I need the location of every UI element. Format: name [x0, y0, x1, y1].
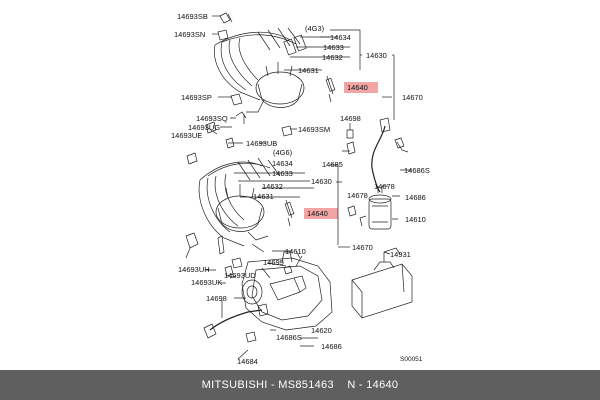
label-14632-upper: 14632: [322, 53, 343, 62]
label-14630-lower: 14630: [311, 177, 332, 186]
upper-clips: [186, 12, 293, 165]
label-14698-lower: 14698: [206, 294, 227, 303]
coil-bracket: [351, 247, 413, 319]
label-14693ug: 14693UG: [188, 123, 220, 132]
label-14693sm: 14693SM: [298, 125, 330, 134]
label-14686s-lower: 14686S: [276, 333, 302, 342]
coil-lead: [371, 117, 391, 193]
label-14631-lower: 14631: [253, 192, 274, 201]
footer-separator: -: [267, 379, 279, 391]
label-14686s-upper: 14686S: [404, 166, 430, 175]
label-14632-lower: 14632: [262, 182, 283, 191]
footer-brand: MITSUBISHI: [201, 379, 268, 391]
label-4g3: (4G3): [305, 24, 325, 33]
upper-spark-plug: [325, 75, 336, 103]
label-14686-upper: 14686: [405, 193, 426, 202]
label-14610-coil: 14610: [405, 215, 426, 224]
label-14693sb: 14693SB: [177, 12, 208, 21]
part-labels: 14693SB 14693SN (4G3) 14634 14633 14632 …: [171, 12, 430, 365]
label-14698-upper: 14698: [340, 114, 361, 123]
parts-diagram: 14693SB 14693SN (4G3) 14634 14633 14632 …: [171, 12, 430, 365]
label-14634-lower: 14634: [272, 159, 293, 168]
lower-spark-plug: [284, 199, 295, 227]
label-14620: 14620: [311, 326, 332, 335]
lower-wire-assembly: [198, 157, 281, 253]
label-14693sp: 14693SP: [181, 93, 212, 102]
label-14699: 14699: [263, 258, 284, 267]
label-14693ud: 14693UD: [224, 271, 256, 280]
label-14678-right: 14678: [374, 182, 395, 191]
label-14685: 14685: [322, 160, 343, 169]
label-14693uh: 14693UH: [178, 265, 210, 274]
label-4g6: (4G6): [273, 148, 293, 157]
footer-bar: MITSUBISHI - MS851463 N - 14640: [0, 370, 600, 400]
footer-spacer: [334, 379, 347, 391]
label-14684: 14684: [237, 357, 258, 365]
label-14693ue: 14693UE: [171, 131, 202, 140]
lower-clips: [185, 232, 243, 269]
upper-wire-assembly: [214, 27, 307, 113]
label-14931: 14931: [390, 250, 411, 259]
label-14633-lower: 14633: [272, 169, 293, 178]
label-14693sq: 14693SQ: [196, 114, 228, 123]
distributor-body: [241, 251, 333, 331]
label-14640-lower: 14640: [307, 209, 328, 218]
diagram-code: S00051: [400, 356, 423, 363]
label-14686-lower: 14686: [321, 342, 342, 351]
label-14640-upper: 14640: [347, 83, 368, 92]
label-14670-upper: 14670: [402, 93, 423, 102]
label-14631-upper: 14631: [298, 66, 319, 75]
leader-lines: [206, 15, 412, 360]
highlight-box-upper: [344, 82, 378, 93]
highlight-box-lower: [304, 208, 338, 219]
label-14678-left: 14678: [347, 191, 368, 200]
footer-reference: N - 14640: [347, 379, 399, 391]
label-14670-lower: 14670: [352, 243, 373, 252]
label-14693ub: 14693UB: [246, 139, 277, 148]
label-14634-upper: 14634: [330, 33, 351, 42]
label-14633-upper: 14633: [323, 43, 344, 52]
label-14693sn: 14693SN: [174, 30, 205, 39]
footer-part-number: MS851463: [278, 379, 334, 391]
coil-hardware: [224, 126, 409, 277]
lower-harness: [203, 303, 269, 343]
label-14610-dist: 14610: [285, 247, 306, 256]
ignition-coil: [359, 186, 392, 230]
label-14693uk: 14693UK: [191, 278, 222, 287]
label-14630-upper: 14630: [366, 51, 387, 60]
